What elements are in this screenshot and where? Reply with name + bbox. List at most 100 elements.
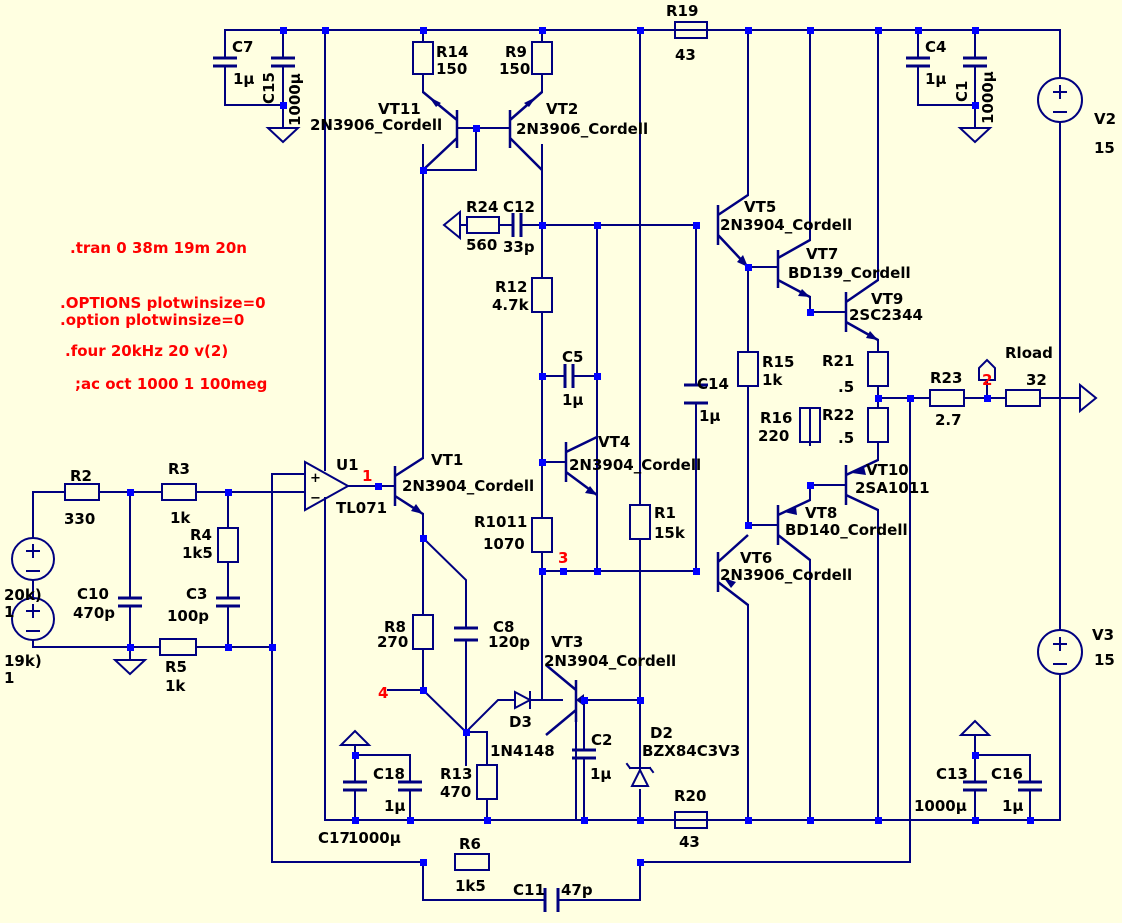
r15-name: R15 (762, 353, 794, 371)
r23-name: R23 (930, 369, 962, 387)
u1-model: TL071 (336, 499, 387, 517)
node-label-2: 2 (982, 371, 992, 389)
vt8-name: VT8 (805, 504, 837, 522)
r3-name: R3 (168, 460, 190, 478)
svg-text:−: − (310, 491, 321, 506)
spice-directives: .tran 0 38m 19m 20n .OPTIONS plotwinsize… (60, 239, 267, 393)
vt6-symbol (716, 534, 749, 606)
v3-name: V3 (1092, 626, 1114, 644)
opamp-u1: + − (304, 460, 351, 512)
c12-name: C12 (503, 198, 535, 216)
vt8-symbol (776, 498, 811, 561)
wires (32, 29, 1081, 901)
r4-value: 1k5 (182, 544, 213, 562)
d3-model: 1N4148 (490, 742, 555, 760)
d2-symbol (625, 762, 655, 787)
c10-name: C10 (77, 585, 109, 603)
u1-name: U1 (336, 456, 359, 474)
v2-name: V2 (1094, 110, 1116, 128)
vt10-symbol (844, 458, 879, 512)
d3-symbol (514, 690, 533, 710)
r9-value: 150 (499, 60, 530, 78)
c16-value: 1µ (1002, 797, 1023, 815)
vin-a-value-2: 1 (4, 603, 14, 621)
r1-name: R1 (654, 504, 676, 522)
ground-c18 (338, 729, 372, 746)
component-labels: R19 43 R14 150 R9 150 R24 560 R12 4.7k R… (4, 2, 1116, 899)
node-labels: 1 2 3 4 (362, 371, 992, 702)
c11-value: 47p (561, 881, 593, 899)
ground-r24 (442, 209, 461, 241)
vt4-symbol (564, 435, 598, 497)
v2-source (1037, 77, 1083, 123)
c12-value: 33p (503, 238, 535, 256)
r8-name: R8 (384, 618, 406, 636)
node-label-1: 1 (362, 467, 372, 485)
r12-value: 4.7k (492, 296, 530, 314)
c4-value: 1µ (925, 70, 946, 88)
directive-options-lower: .option plotwinsize=0 (60, 311, 244, 329)
vt3-model: 2N3904_Cordell (544, 652, 676, 670)
directive-ac: ;ac oct 1000 1 100meg (75, 375, 267, 393)
c16-name: C16 (991, 765, 1023, 783)
c3-name: C3 (186, 585, 207, 603)
r3-value: 1k (170, 509, 191, 527)
v3-value: 15 (1094, 651, 1115, 669)
r12-name: R12 (495, 278, 527, 296)
r21-name: R21 (822, 352, 854, 370)
vt8-model: BD140_Cordell (785, 521, 908, 539)
vt9-symbol (844, 278, 879, 342)
c5-value: 1µ (562, 391, 583, 409)
r16-value: 220 (758, 427, 789, 445)
rload-value: 32 (1026, 371, 1047, 389)
r24-value: 560 (466, 236, 497, 254)
c11-name: C11 (513, 881, 545, 899)
c10-value: 470p (73, 604, 115, 622)
r6-name: R6 (459, 835, 481, 853)
c14-value: 1µ (699, 407, 720, 425)
vt2-symbol (508, 91, 543, 171)
r13-name: R13 (440, 765, 472, 783)
r23-value: 2.7 (935, 411, 962, 429)
r19-value: 43 (675, 46, 696, 64)
svg-text:+: + (310, 471, 321, 486)
v2-value: 15 (1094, 139, 1115, 157)
vt4-model: 2N3904_Cordell (569, 456, 701, 474)
vt7-model: BD139_Cordell (788, 264, 911, 282)
r6-value: 1k5 (455, 877, 486, 895)
rload-name: Rload (1005, 344, 1053, 362)
r24-name: R24 (466, 198, 498, 216)
vt3-name: VT3 (551, 633, 583, 651)
c2-value: 1µ (590, 765, 611, 783)
vin-b-value: 19k) (4, 652, 42, 670)
vt6-name: VT6 (740, 549, 772, 567)
r21-value: .5 (838, 378, 854, 396)
c8-value: 120p (488, 633, 530, 651)
vt4-name: VT4 (598, 433, 630, 451)
vt2-model: 2N3906_Cordell (516, 120, 648, 138)
resistors (64, 21, 1041, 871)
vt5-model: 2N3904_Cordell (720, 216, 852, 234)
vin-a-value: 20k) (4, 586, 42, 604)
r22-value: .5 (838, 429, 854, 447)
r13-value: 470 (440, 783, 471, 801)
vt5-name: VT5 (744, 198, 776, 216)
node-flag-2 (978, 358, 996, 381)
vt9-name: VT9 (871, 290, 903, 308)
r22-name: R22 (822, 406, 854, 424)
r5-name: R5 (165, 658, 187, 676)
vt2-name: VT2 (546, 100, 578, 118)
r2-value: 330 (64, 510, 95, 528)
ground-c10 (112, 659, 148, 676)
ground-c15 (265, 127, 301, 144)
vt1-model: 2N3904_Cordell (402, 477, 534, 495)
vt1-symbol (393, 456, 424, 516)
r16-name: R16 (760, 409, 792, 427)
r14-name: R14 (436, 43, 468, 61)
directive-four: .four 20kHz 20 v(2) (65, 342, 228, 360)
c7-value: 1µ (233, 70, 254, 88)
c17-name: C17 (318, 829, 350, 847)
voltage-sources (11, 77, 1083, 675)
c4-name: C4 (925, 38, 946, 56)
r1-value: 15k (654, 524, 686, 542)
